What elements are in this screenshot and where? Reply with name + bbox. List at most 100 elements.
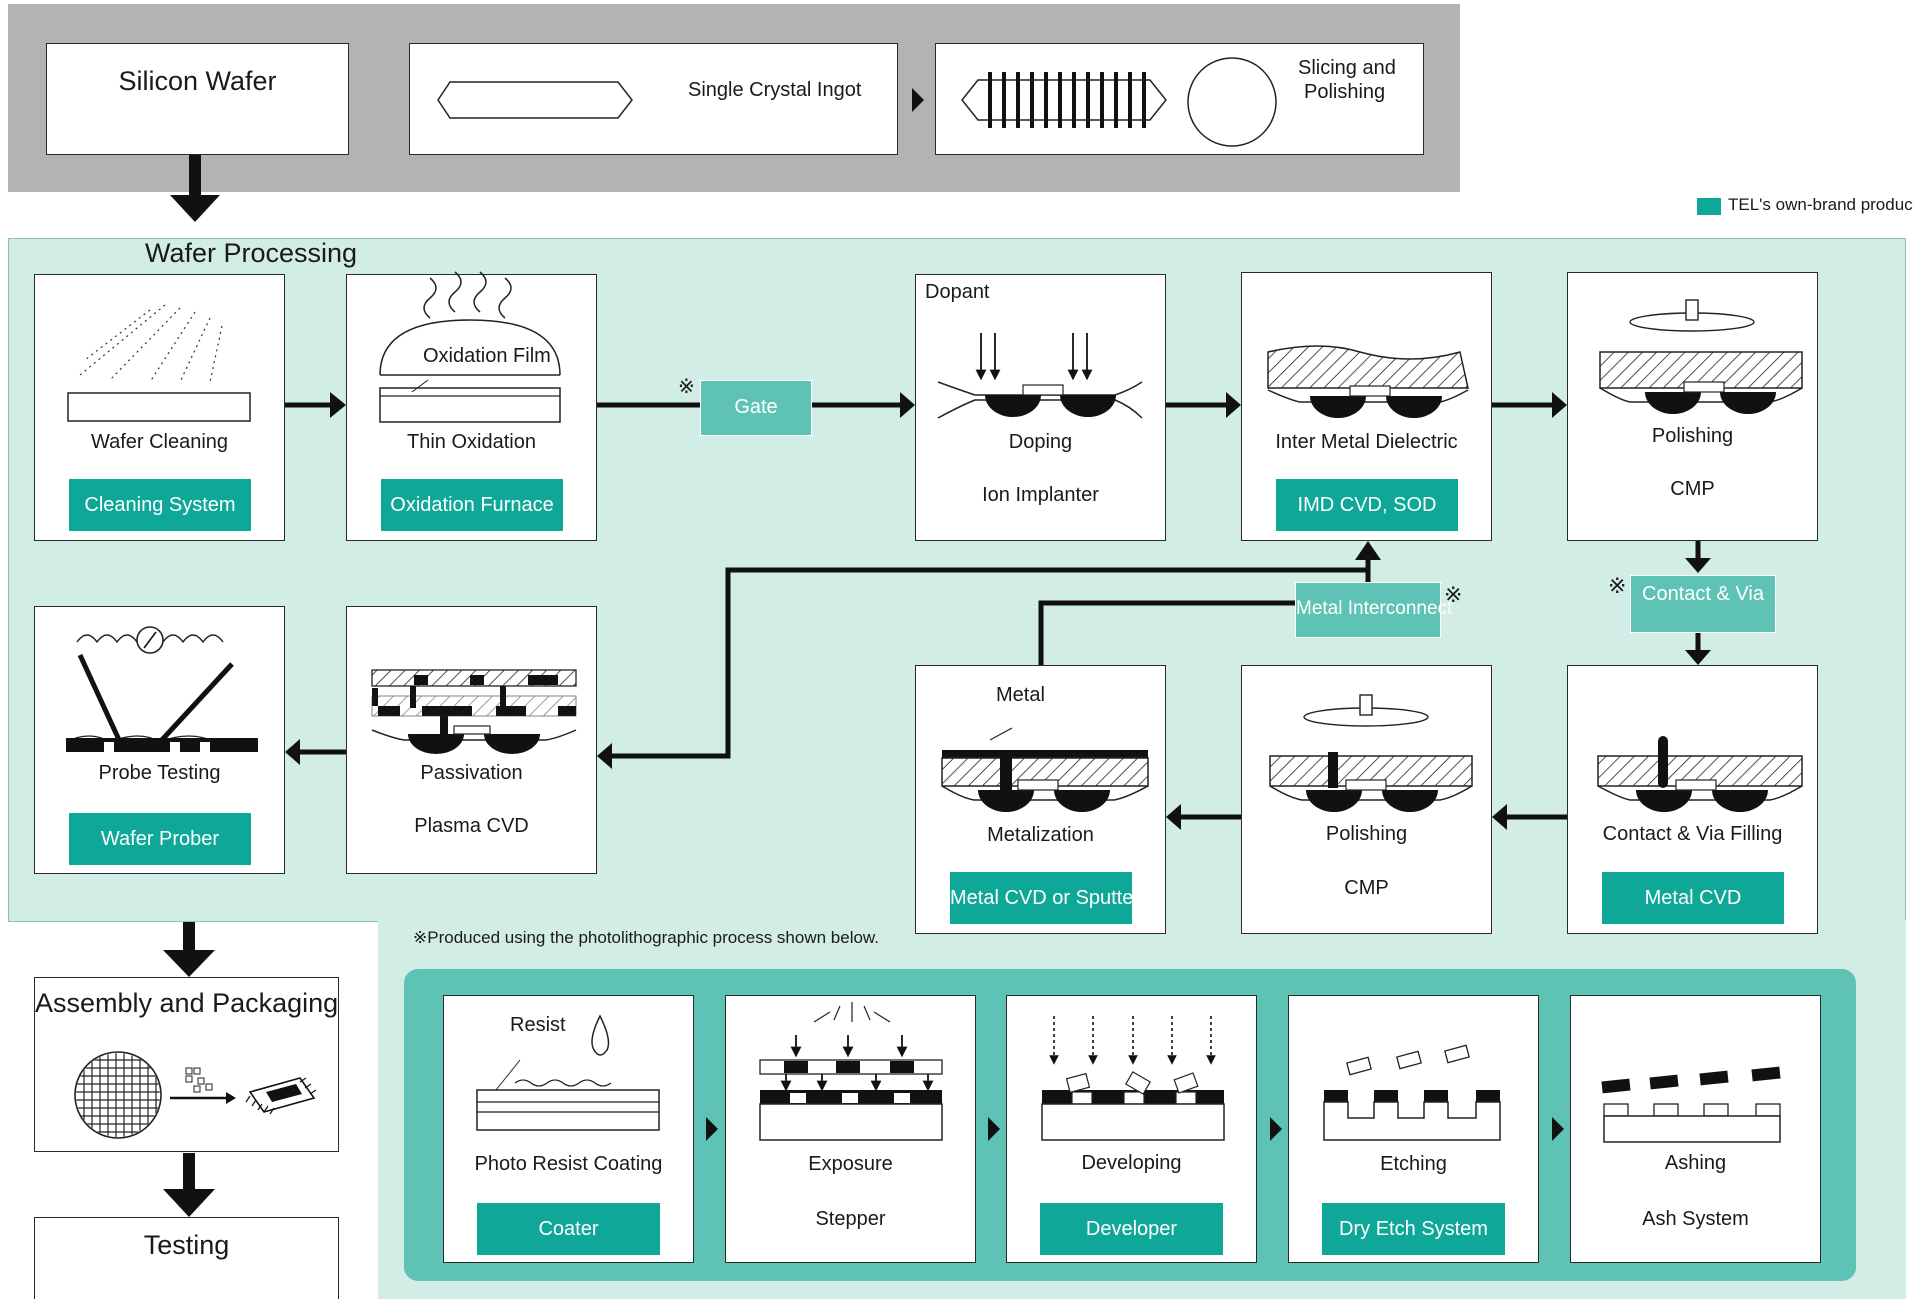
ashing-step-label: Ashing [1664, 1152, 1727, 1174]
arrow-cleaning-oxidation [285, 392, 346, 418]
resist-label: Resist [510, 1014, 566, 1036]
coater-product: Coater [477, 1203, 660, 1255]
etching-card: Etching Dry Etch System [1288, 995, 1539, 1263]
imd-dielectric [1267, 345, 1469, 389]
coating-step-label: Photo Resist Coating [474, 1153, 663, 1175]
arrow-exposure-developing [988, 1117, 1000, 1141]
oxidation-film-label: Oxidation Film [423, 345, 551, 367]
testing-title: Testing [143, 1230, 230, 1260]
resist-drop [591, 1014, 610, 1056]
legend-swatch [1697, 198, 1721, 215]
dry-etch-product: Dry Etch System [1322, 1203, 1505, 1255]
sliced-ingot-shape [961, 79, 1167, 121]
testing-box: Testing [34, 1217, 339, 1299]
ash-system-product: Ash System [1642, 1208, 1749, 1230]
silicon-wafer-box: Silicon Wafer [46, 43, 349, 155]
arrow-interconnect-imd [1355, 541, 1381, 560]
dopant-label: Dopant [925, 281, 990, 303]
arrow-contactvia-fill [1685, 633, 1711, 665]
developing-arrows [1049, 1016, 1216, 1065]
passivation-step-label: Passivation [420, 762, 523, 784]
heat-waves [423, 271, 512, 319]
ingot-shape [437, 81, 633, 119]
arrow-doping-imd [1166, 392, 1241, 418]
arrow-passivation-probe [285, 739, 346, 765]
doping-step-label: Doping [1008, 431, 1073, 453]
ashed-substrate [1603, 1115, 1781, 1143]
ingot-box: Single Crystal Ingot [409, 43, 898, 155]
arrow-etching-ashing [1552, 1117, 1564, 1141]
arrow-interconnect-passivation [612, 567, 1368, 759]
slice-lines [988, 72, 1146, 128]
arrow-fill-polishing2 [1492, 804, 1567, 830]
wafer-disc [1187, 57, 1277, 147]
wafer-prober-product: Wafer Prober [69, 813, 251, 865]
arrow-polishing-contactvia [1685, 541, 1711, 573]
contact-via-note-mark: ※ [1608, 573, 1627, 598]
contact-fill-step-label: Contact & Via Filling [1602, 823, 1783, 845]
legend-label: TEL's own-brand products [1728, 195, 1913, 214]
exposure-step-label: Exposure [808, 1153, 893, 1175]
arrow-metalization-interconnect [1038, 560, 1371, 665]
probe-illustration [65, 626, 258, 752]
exposure-light [813, 1002, 891, 1023]
arrow-ingot-slicing [912, 88, 924, 112]
cleaning-spray [79, 304, 223, 383]
metalization-card: Metal Metalization Metal CVD or Sputter [915, 665, 1166, 934]
slicing-label-2: Polishing [1304, 81, 1386, 103]
polishing2-step-label: Polishing [1325, 823, 1408, 845]
wafer-processing-title: Wafer Processing [145, 238, 358, 268]
metal-label: Metal [996, 684, 1045, 706]
cleaning-wafer [67, 392, 251, 422]
oxidation-step-label: Thin Oxidation [407, 431, 536, 453]
developing-step-label: Developing [1081, 1152, 1182, 1174]
imd-cvd-product: IMD CVD, SOD [1276, 479, 1458, 531]
doping-well-right [1060, 395, 1116, 417]
doping-well-left [985, 395, 1041, 417]
metal-interconnect-tag: Metal Interconnect [1295, 582, 1452, 638]
slicing-label-1: Slicing and [1298, 57, 1396, 79]
imd-step-label: Inter Metal Dielectric [1275, 431, 1458, 453]
plasma-cvd-product: Plasma CVD [414, 815, 529, 837]
coating-layers [476, 1089, 660, 1131]
metal-cvd-product: Metal CVD [1602, 872, 1784, 924]
cleaning-step-label: Wafer Cleaning [90, 431, 229, 453]
cleaning-system-product: Cleaning System [69, 479, 251, 531]
polishing-pad-1 [1629, 299, 1755, 332]
metalization-step-label: Metalization [987, 824, 1094, 846]
arrow-imd-polishing [1492, 392, 1567, 418]
contact-via-tag: Contact & Via [1630, 575, 1776, 633]
polishing-pad-2 [1303, 694, 1429, 727]
arrow-gate-doping [812, 392, 915, 418]
arrow-polishing2-metalization [1166, 804, 1241, 830]
stepper-product: Stepper [815, 1208, 886, 1230]
arrow-developing-etching [1270, 1117, 1282, 1141]
etched-substrate [1323, 1101, 1501, 1141]
probe-step-label: Probe Testing [98, 762, 221, 784]
silicon-wafer-label: Silicon Wafer [118, 66, 277, 96]
arrow-assembly-testing [163, 1153, 215, 1217]
assembly-title: Assembly and Packaging [35, 988, 339, 1018]
oxidation-chamber [379, 319, 561, 376]
ingot-label: Single Crystal Ingot [688, 79, 862, 101]
polishing1-step-label: Polishing [1651, 425, 1734, 447]
etching-step-label: Etching [1380, 1153, 1447, 1175]
arrow-processing-assembly [163, 922, 215, 977]
metal-layer [942, 750, 1148, 758]
metal-interconnect-note-mark: ※ [1444, 582, 1463, 607]
gate-note-mark: ※ [678, 376, 695, 398]
ion-implanter-product: Ion Implanter [982, 484, 1099, 506]
photolith-note: ※Produced using the photolithographic pr… [413, 928, 879, 947]
polishing2-cmp-product: CMP [1344, 877, 1389, 899]
metal-cvd-sputter-product: Metal CVD or Sputter [950, 872, 1140, 924]
arrow-to-wafer-processing [170, 155, 220, 222]
gate-tag: Gate [700, 380, 812, 436]
doping-arrows [975, 333, 1093, 381]
polishing1-cmp-product: CMP [1670, 478, 1715, 500]
assembly-illustration [74, 1051, 317, 1139]
arrow-coating-exposure [706, 1117, 718, 1141]
imd-card: Inter Metal Dielectric IMD CVD, SOD [1241, 272, 1492, 541]
oxidation-wafer [379, 387, 561, 423]
